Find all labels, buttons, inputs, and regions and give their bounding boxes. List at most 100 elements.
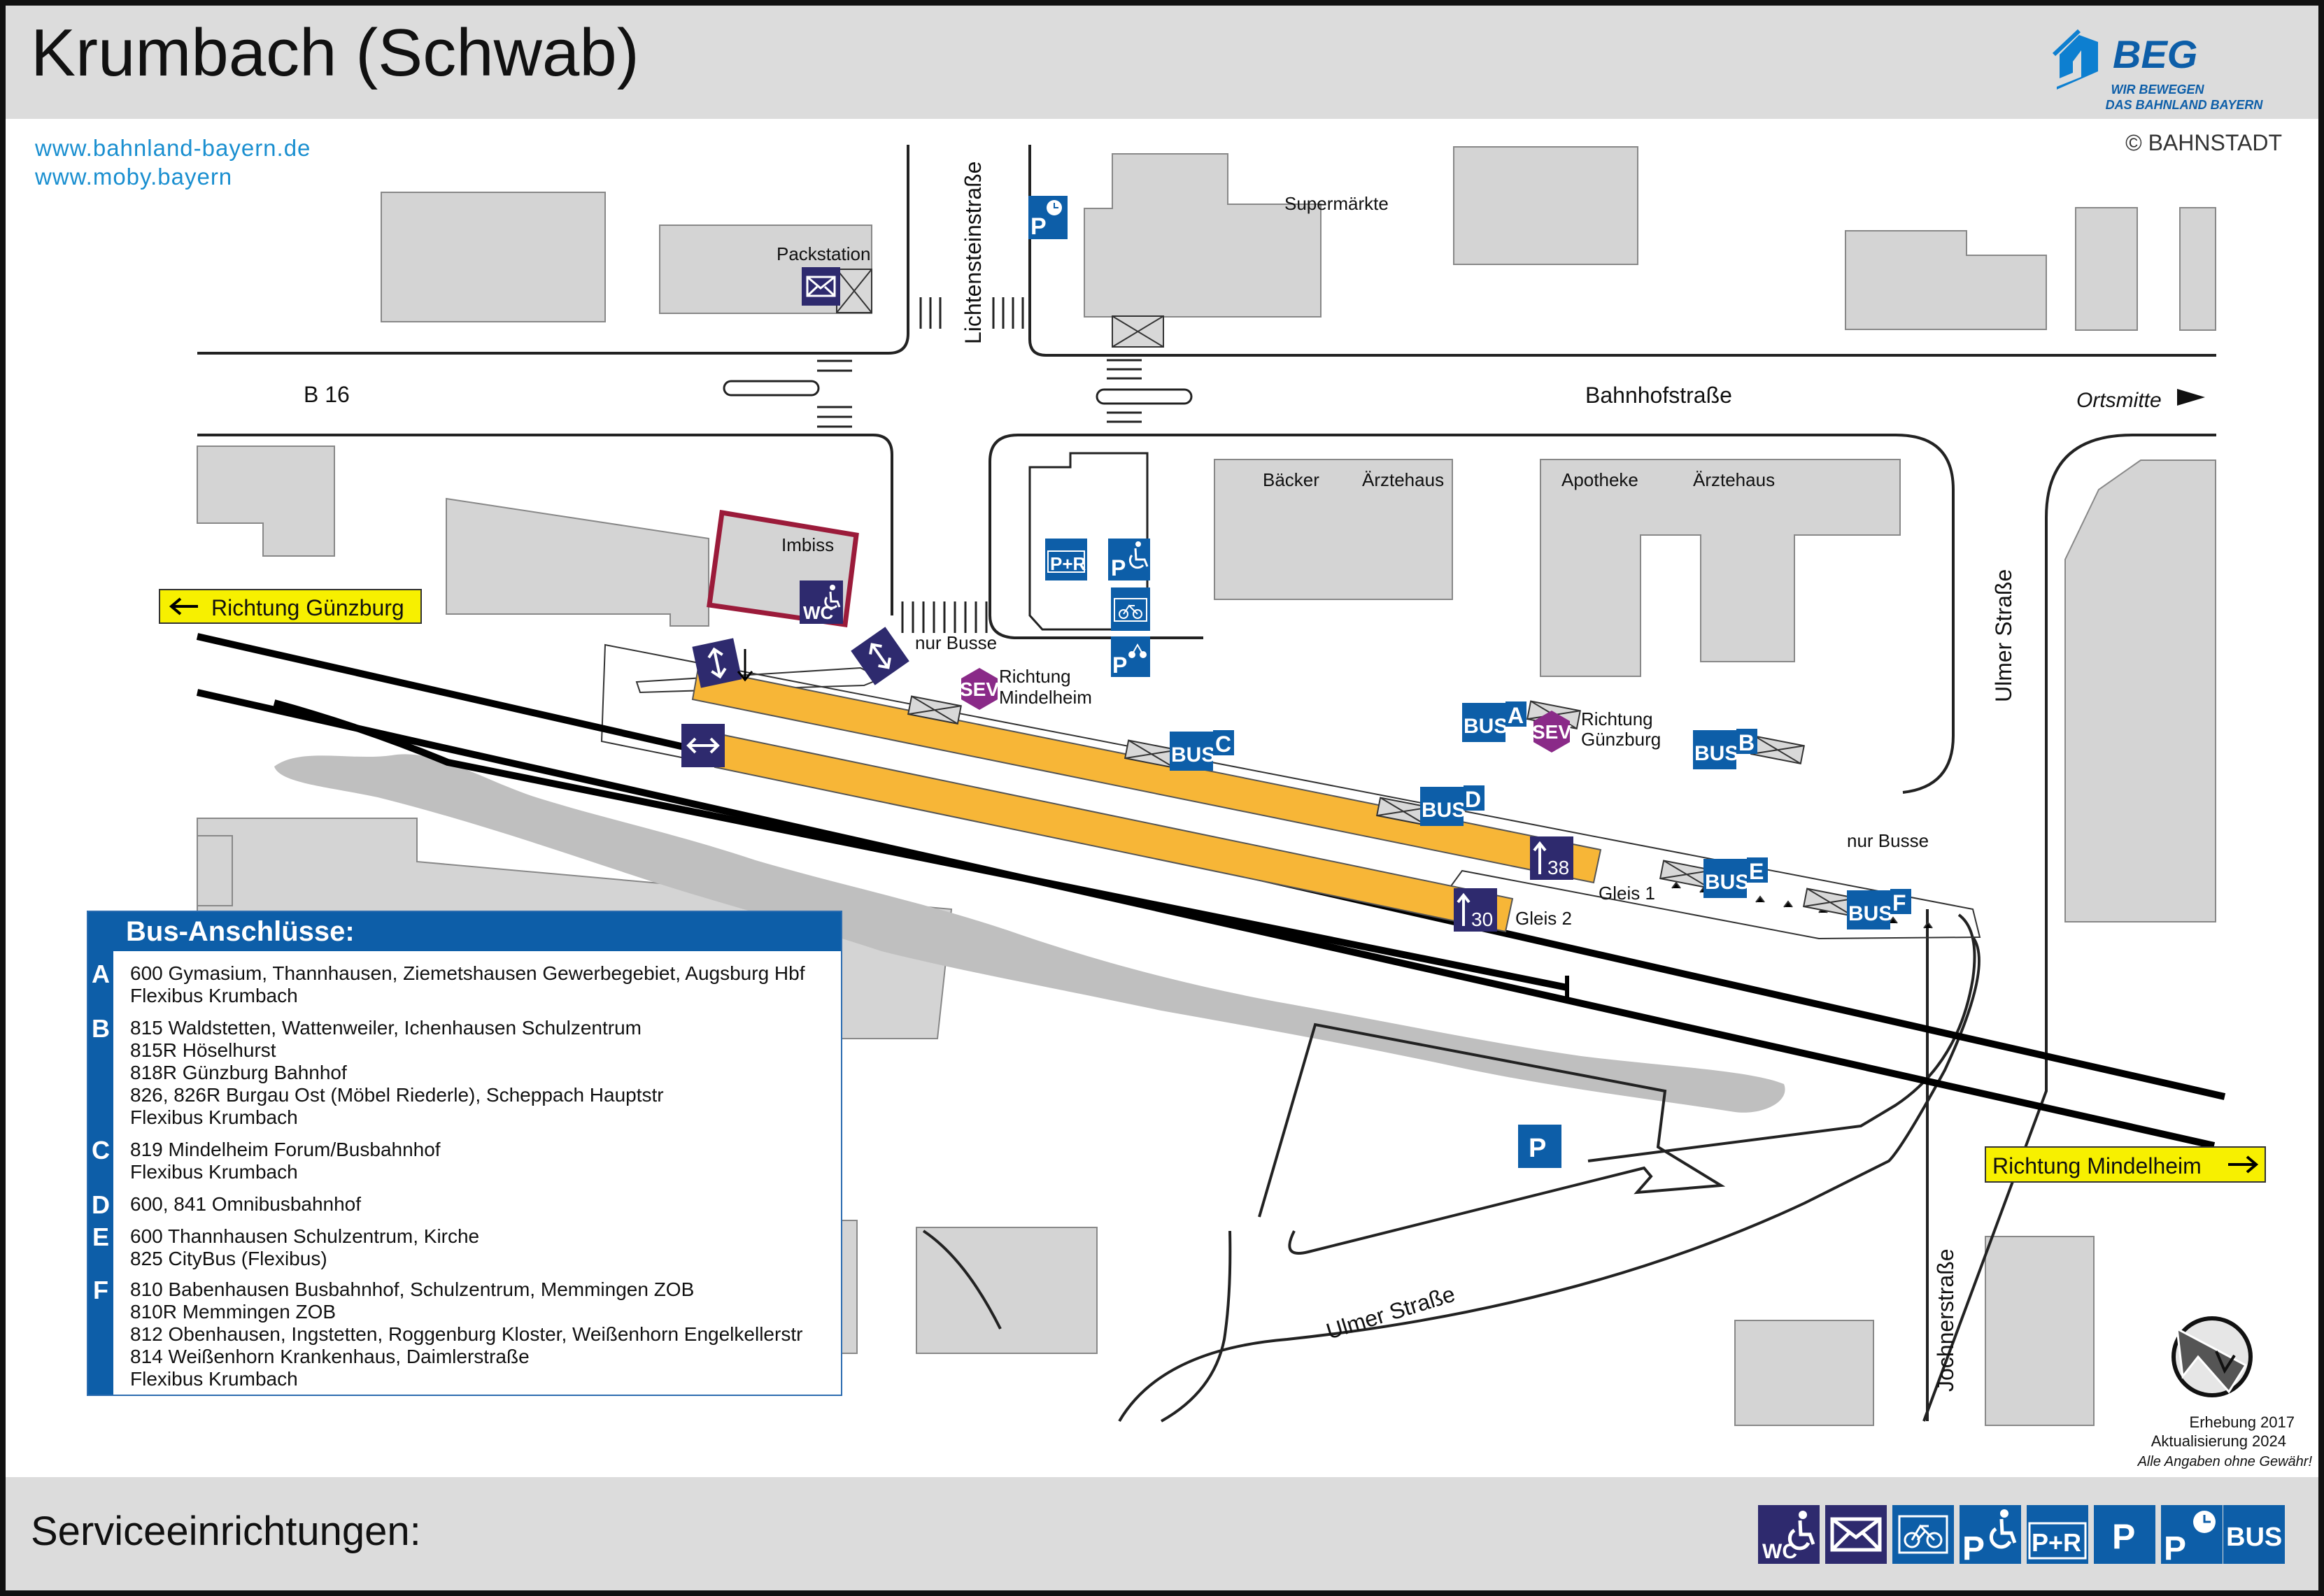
traffic-island [723,380,820,397]
label-aerztehaus-1: Ärztehaus [1362,469,1444,490]
bus-text: BUS [1694,742,1738,765]
direction-ortsmitte: Ortsmitte [2076,389,2205,412]
roads [197,145,2216,1423]
platform-2-number: 30 [1471,909,1493,930]
sev-text: SEV [1532,721,1571,743]
disabled-parking-icon: P [1960,1505,2021,1564]
link-bahnland-bayern[interactable]: www.bahnland-bayern.de [35,135,311,161]
parking-lot-edge [1258,1023,1726,1255]
survey-line-2: Aktualisierung 2024 [2151,1432,2286,1450]
direction-ortsmitte-text: Ortsmitte [2076,389,2162,412]
label-gleis-2: Gleis 2 [1515,908,1572,929]
bus-stop-letter: E [1749,859,1764,884]
building [197,446,335,557]
bus-text: BUS [1705,871,1749,894]
bus-table-stop: E [92,1223,109,1251]
bus-icon: BUS [2223,1505,2285,1564]
footer-p-text: P [2112,1517,2135,1556]
street-b16: B 16 [304,382,350,407]
zebra-crossing [1107,359,1142,423]
bus-table-stop: A [92,960,110,988]
bus-stop-letter: A [1508,703,1524,728]
footer-p-clock-text: P [2164,1530,2186,1564]
footer-bus-text: BUS [2226,1523,2282,1552]
bus-text: BUS [1171,743,1215,767]
label-supermaerkte: Supermärkte [1284,193,1389,214]
direction-guenzburg: Richtung Günzburg [159,589,422,624]
platform-1-number: 38 [1547,857,1569,878]
building-baecker [1214,459,1453,600]
bus-stop-b: BUS B [1693,729,1757,769]
mail-icon [1825,1505,1887,1564]
building [1985,1236,2095,1426]
road-edge [197,434,893,615]
platform-sign-gleis-1: 38 [1530,836,1573,880]
bus-table-line: 810R Memmingen ZOB [130,1301,336,1323]
bus-table-line: 812 Obenhausen, Ingstetten, Roggenburg K… [130,1323,803,1345]
beg-tagline-2: DAS BAHNLAND BAYERN [2106,98,2264,112]
building [2075,207,2138,331]
road-edge [989,434,1955,794]
bus-table-stop: D [92,1190,110,1219]
street-bahnhofstrasse: Bahnhofstraße [1585,383,1732,408]
bus-table-line: 814 Weißenhorn Krankenhaus, Daimlerstraß… [130,1346,530,1367]
street-jochnerstrasse: Jochnerstraße [1933,1248,1958,1392]
platform-sign-gleis-2: 30 [1454,888,1497,932]
link-moby-bayern[interactable]: www.moby.bayern [35,164,233,190]
zebra-crossing [901,601,988,633]
shelter [907,695,962,725]
building [2064,459,2216,922]
beg-tagline-1: WIR BEWEGEN [2111,83,2205,97]
label-imbiss: Imbiss [781,534,834,555]
bus-table-line: 810 Babenhausen Busbahnhof, Schulzentrum… [130,1278,695,1300]
building-apotheke [1540,459,1901,677]
stairs-icon [851,627,909,685]
track-gleis-1 [196,689,2216,1149]
wc-text: WC [803,602,834,623]
bus-stop-letter: B [1738,730,1755,755]
zebra-crossing [919,297,1024,329]
building [1734,1320,1874,1426]
bus-table-line: Flexibus Krumbach [130,1106,298,1128]
building [2179,207,2216,331]
label-packstation: Packstation [777,243,870,264]
bus-stop-e: BUS E [1703,857,1768,898]
shelter [1112,315,1164,348]
bus-table-line: 826, 826R Burgau Ost (Möbel Riederle), S… [130,1084,664,1106]
page-title: Krumbach (Schwab) [31,15,639,90]
beg-logo-text: BEG [2113,32,2197,76]
sev-stop-guenzburg: SEV [1532,711,1571,753]
copyright-bahnstadt: © BAHNSTADT [2125,130,2282,155]
bus-stop-letter: F [1892,890,1906,915]
bus-table-line: 600, 841 Omnibusbahnhof [130,1193,362,1215]
wc-accessible-icon: WC [1758,1505,1820,1564]
shelter [1375,797,1431,826]
short-term-parking-icon: P [2161,1505,2223,1564]
label-apotheke: Apotheke [1561,469,1638,490]
road-edge [1028,145,2216,357]
parking-p-text: P [1030,213,1047,240]
label-sev-richtung: Richtung [1581,708,1653,729]
building [381,192,606,322]
direction-mindelheim: Richtung Mindelheim [1985,1146,2266,1183]
parking-icon: P [1518,1125,1561,1168]
shelters [836,269,1857,917]
mail-icon [802,267,840,306]
park-and-ride-icon: P+R [1045,539,1087,580]
bus-table-line: 825 CityBus (Flexibus) [130,1248,327,1269]
motorbike-parking-icon: P [1111,636,1150,678]
traffic-island [1096,388,1193,405]
bus-table-stop: C [92,1136,110,1164]
bus-table-line: Flexibus Krumbach [130,1161,298,1183]
footer-wc-text: WC [1762,1540,1797,1563]
bus-stop-c: BUS C [1170,730,1234,771]
building-imbiss-complex [446,497,709,627]
building [1845,230,2047,330]
road-edge [1922,434,2216,1422]
street-ulmer-strasse-vertical: Ulmer Straße [1991,569,2016,702]
label-nur-busse: nur Busse [1847,830,1929,851]
bus-table-letter-strip [88,951,113,1395]
footer-disabled-p-text: P [1962,1530,1985,1564]
label-gleis-1: Gleis 1 [1599,883,1655,904]
